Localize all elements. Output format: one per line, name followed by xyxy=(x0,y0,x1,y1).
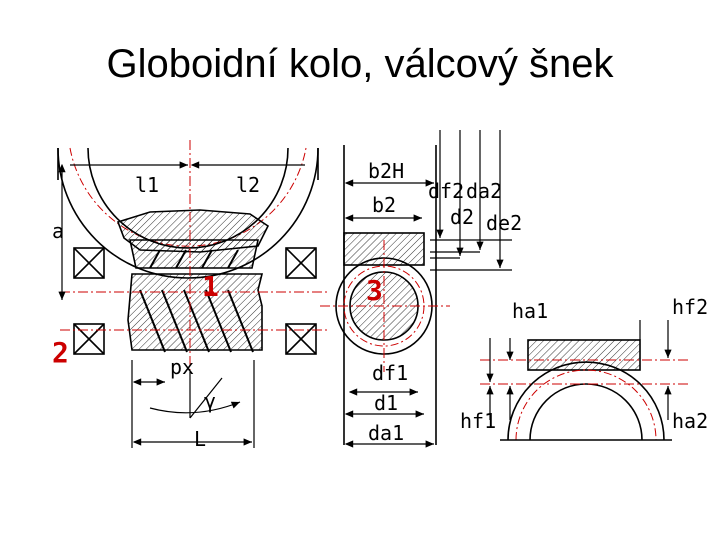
label-b2: b2 xyxy=(372,193,396,217)
label-d1: d1 xyxy=(374,391,398,415)
label-L: L xyxy=(194,427,206,451)
label-l2: l2 xyxy=(236,173,260,197)
label-df2: df2 xyxy=(428,179,464,203)
label-da1: da1 xyxy=(368,421,404,445)
label-px: px xyxy=(170,355,194,379)
label-df1: df1 xyxy=(372,361,408,385)
label-l1: l1 xyxy=(135,173,159,197)
left-view xyxy=(57,140,330,448)
label-a: a xyxy=(52,219,64,243)
label-da2: da2 xyxy=(466,179,502,203)
middle-view xyxy=(320,130,512,448)
label-hf1: hf1 xyxy=(460,409,496,433)
label-ha2: ha2 xyxy=(672,409,708,433)
label-hf2: hf2 xyxy=(672,295,708,319)
label-3: 3 xyxy=(366,274,383,307)
bearing-boxes xyxy=(73,247,317,355)
label-2: 2 xyxy=(52,336,69,369)
label-de2: de2 xyxy=(486,211,522,235)
right-view xyxy=(480,320,690,441)
slide-title: Globoidní kolo, válcový šnek xyxy=(106,42,614,86)
label-gamma: γ xyxy=(204,389,216,413)
label-1: 1 xyxy=(202,270,219,303)
label-b2H: b2H xyxy=(368,159,404,183)
label-ha1: ha1 xyxy=(512,299,548,323)
label-d2: d2 xyxy=(450,205,474,229)
